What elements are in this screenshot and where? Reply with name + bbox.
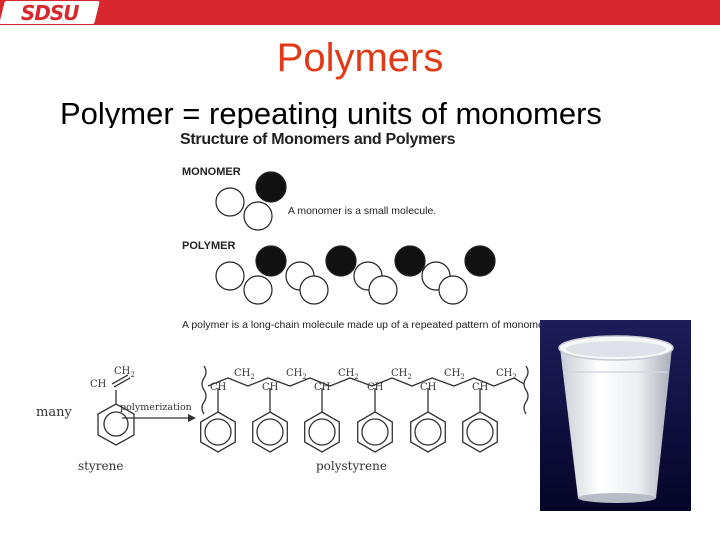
- styrene-structure: [97, 374, 135, 446]
- benzene-ring: [200, 411, 236, 453]
- styrofoam-cup-photo: [540, 320, 691, 511]
- styrene-label: styrene: [78, 459, 124, 473]
- chain-ch2-label: CH2: [234, 368, 255, 381]
- monomer-label: MONOMER: [182, 166, 241, 178]
- monomer-molecule: [215, 171, 287, 231]
- benzene-ring: [410, 411, 446, 453]
- monomer-polymer-figure: Structure of Monomers and Polymers MONOM…: [28, 128, 556, 478]
- polymer-caption: A polymer is a long-chain molecule made …: [182, 319, 556, 331]
- chain-ch2-label: CH2: [338, 368, 359, 381]
- chain-ch2-label: CH2: [496, 368, 517, 381]
- benzene-ring-inner: [361, 418, 389, 446]
- styrene-ch2-label: CH2: [114, 366, 135, 379]
- figure-heading: Structure of Monomers and Polymers: [180, 131, 456, 148]
- styrene-ch-label: CH: [90, 379, 107, 390]
- slide-title: Polymers: [276, 36, 444, 80]
- polystyrene-structure: [201, 365, 529, 415]
- chain-ch-label: CH: [210, 382, 227, 393]
- header-bar: SDSU: [0, 0, 720, 25]
- chain-ch-label: CH: [420, 382, 437, 393]
- chain-ch2-label: CH2: [444, 368, 465, 381]
- chain-ch2-label: CH2: [391, 368, 412, 381]
- benzene-ring-inner: [256, 418, 284, 446]
- benzene-ring-inner: [308, 418, 336, 446]
- benzene-ring: [304, 411, 340, 453]
- chain-ch-label: CH: [472, 382, 489, 393]
- benzene-ring-inner: [204, 418, 232, 446]
- sdsu-logo: SDSU: [0, 0, 100, 25]
- benzene-ring: [357, 411, 393, 453]
- polystyrene-label: polystyrene: [316, 459, 387, 473]
- structure-diagram: [97, 171, 529, 453]
- benzene-ring-inner: [414, 418, 442, 446]
- chain-ch-label: CH: [314, 382, 331, 393]
- polymer-label: POLYMER: [182, 240, 236, 252]
- benzene-ring: [462, 411, 498, 453]
- chain-ch-label: CH: [367, 382, 384, 393]
- chain-ch-label: CH: [262, 382, 279, 393]
- monomer-caption: A monomer is a small molecule.: [288, 205, 437, 217]
- many-label: many: [36, 405, 72, 420]
- chain-ch2-label: CH2: [286, 368, 307, 381]
- polymer-chain: [215, 245, 496, 305]
- slide-subtitle: Polymer = repeating units of monomers: [60, 96, 602, 131]
- benzene-ring: [252, 411, 288, 453]
- logo-text: SDSU: [20, 0, 79, 25]
- benzene-ring-inner: [466, 418, 494, 446]
- polymerization-label: polymerization: [120, 402, 192, 413]
- cup-image: [540, 320, 691, 511]
- polystyrene-rings: [200, 388, 498, 453]
- polymerization-arrow: [122, 414, 196, 422]
